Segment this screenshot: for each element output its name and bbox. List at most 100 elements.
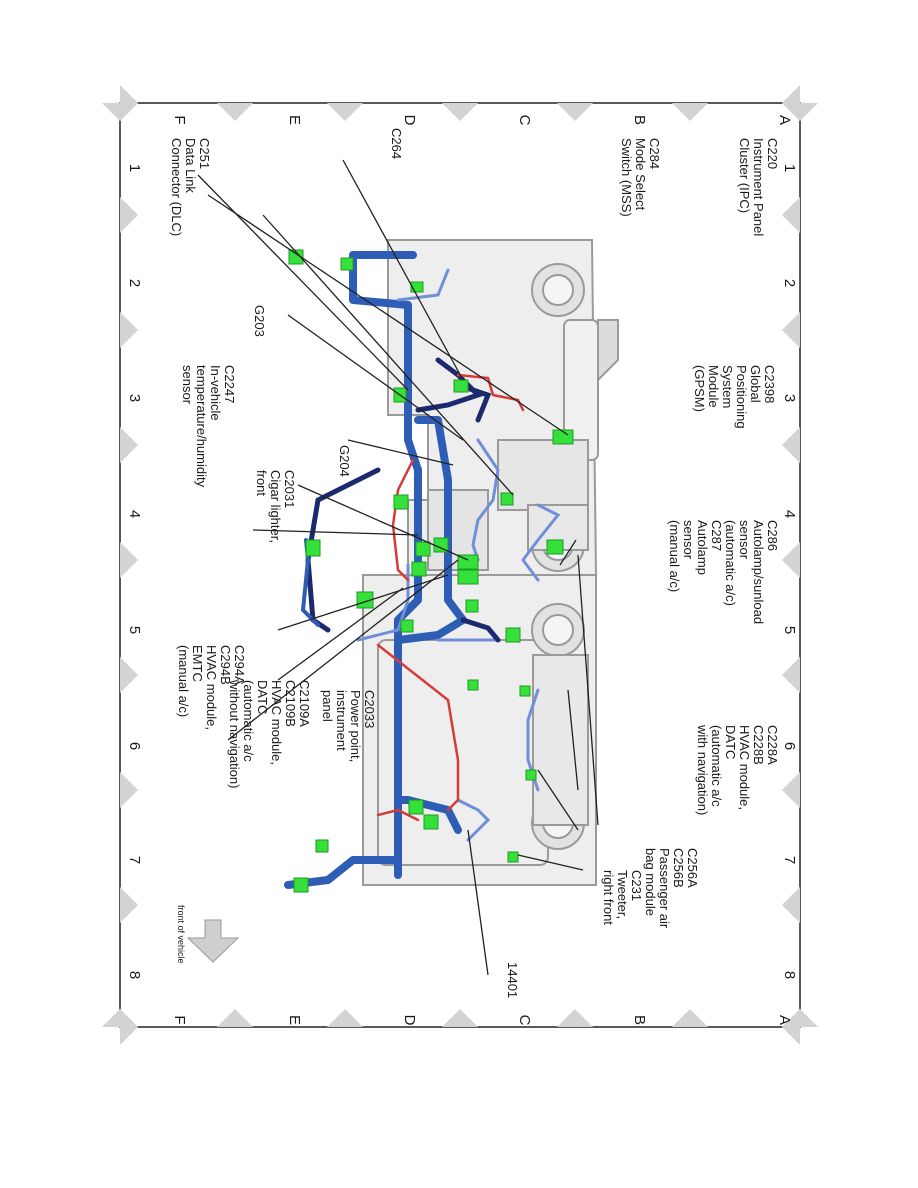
border-triangle [782, 657, 800, 693]
grid-number-right: 8 [781, 971, 798, 979]
label-line: Cigar lighter, [268, 470, 283, 543]
label-line: bag module [643, 848, 658, 916]
grid-number-left: 8 [126, 971, 143, 979]
label-line: Autolamp/sunload [751, 520, 766, 624]
grid-number-right: 1 [781, 164, 798, 172]
label-c294: C294AC294BHVAC module,EMTC(manual a/c) [176, 645, 247, 730]
label-line: C264 [389, 128, 404, 159]
grid-letter-bottom: A [776, 1015, 793, 1025]
grid-number-left: 2 [126, 279, 143, 287]
border-triangles [102, 85, 818, 1045]
label-line: C228B [751, 725, 766, 765]
label-c2247: C2247In-vehicletemperature/humiditysenso… [180, 365, 237, 488]
label-line: C2033 [362, 690, 377, 728]
border-triangle [782, 312, 800, 348]
label-line: DATC [723, 725, 738, 759]
border-triangle [327, 103, 363, 121]
border-triangle [102, 103, 138, 121]
grid-number-left: 5 [126, 626, 143, 634]
label-line: HVAC module, [204, 645, 219, 730]
border-triangle [120, 657, 138, 693]
label-c2033: C2033Power point,instrumentpanel [320, 690, 377, 762]
label-line: C256B [671, 848, 686, 888]
label-line: instrument [334, 690, 349, 751]
label-line: Data Link [183, 138, 198, 193]
border-triangle [782, 103, 818, 121]
label-line: front of vehicle [176, 905, 186, 964]
label-line: HVAC module, [269, 680, 284, 765]
border-triangle [782, 427, 800, 463]
label-c2031: C2031Cigar lighter,front [254, 470, 297, 543]
label-line: Positioning [734, 365, 749, 429]
grid-letter-bottom: C [516, 1015, 533, 1026]
grid-letter-bottom: D [401, 1015, 418, 1026]
label-c228: C228AC228BHVAC module,DATC(automatic a/c… [695, 724, 780, 815]
grid-number-left: 4 [126, 510, 143, 518]
label-line: (manual a/c) [667, 520, 682, 592]
border-triangle [120, 427, 138, 463]
border-triangle [672, 1009, 708, 1027]
label-line: C2109B [283, 680, 298, 727]
label-line: (automatic a/c) [723, 520, 738, 606]
label-line: C220 [765, 138, 780, 169]
label-line: G203 [252, 305, 267, 337]
label-line: C294A [232, 645, 247, 685]
label-line: C2109A [297, 680, 312, 727]
component-labels: C220Instrument PanelCluster (IPC)C284Mod… [169, 128, 780, 998]
label-line: C2247 [222, 365, 237, 403]
label-line: sensor [681, 520, 696, 560]
grid-number-right: 2 [781, 279, 798, 287]
label-c286: C286Autolamp/sunloadsensor(automatic a/c… [667, 520, 780, 624]
leader-lines [197, 159, 599, 976]
grid-number-left: 3 [126, 394, 143, 402]
grid-letter-bottom: F [171, 1015, 188, 1024]
border-triangle [782, 542, 800, 578]
border-triangle [782, 1009, 818, 1027]
label-c231: C231Tweeter,right front [601, 870, 644, 925]
label-line: sensor [737, 520, 752, 560]
label-line: (GPSM) [692, 365, 707, 412]
label-line: G204 [337, 445, 352, 477]
grid-number-right: 7 [781, 856, 798, 864]
border-triangle [120, 542, 138, 578]
grid-number-left: 6 [126, 742, 143, 750]
label-c220: C220Instrument PanelCluster (IPC) [737, 138, 780, 236]
border-triangle [557, 103, 593, 121]
border-triangle [120, 772, 138, 808]
border-triangle [120, 887, 138, 923]
label-line: with navigation) [695, 724, 710, 815]
label-c264: C264 [389, 128, 404, 159]
border-triangle [102, 1009, 138, 1027]
border-triangle [327, 1009, 363, 1027]
grid-number-right: 5 [781, 626, 798, 634]
label-line: right front [601, 870, 616, 925]
grid-number-right: 6 [781, 742, 798, 750]
border-triangle [557, 1009, 593, 1027]
label-line: C231 [629, 870, 644, 901]
border-triangle [120, 197, 138, 233]
label-line: without navigation) [227, 679, 242, 788]
label-line: sensor [180, 365, 195, 405]
label-c2398: C2398GlobalPositioningSystemModule(GPSM) [692, 365, 777, 429]
label-c256: C256AC256BPassenger airbag module [643, 848, 700, 929]
grid-letter-top: B [631, 115, 648, 125]
border-triangle [442, 103, 478, 121]
label-line: Passenger air [657, 848, 672, 929]
border-triangle [120, 312, 138, 348]
label-line: Mode Select [633, 138, 648, 211]
border-triangle [782, 887, 800, 923]
label-line: (automatic a/c [709, 725, 724, 807]
label-line: Connector (DLC) [169, 138, 184, 236]
label-c251: C251Data LinkConnector (DLC) [169, 138, 212, 236]
grid-letter-top: D [401, 115, 418, 126]
label-line: DATC [255, 680, 270, 714]
label-g203: G203 [252, 305, 267, 337]
border-triangle [672, 103, 708, 121]
label-line: temperature/humidity [194, 365, 209, 488]
grid-letter-bottom: B [631, 1015, 648, 1025]
label-line: Module [706, 365, 721, 408]
grid-letter-top: F [171, 115, 188, 124]
label-front: front of vehicle [176, 905, 186, 964]
